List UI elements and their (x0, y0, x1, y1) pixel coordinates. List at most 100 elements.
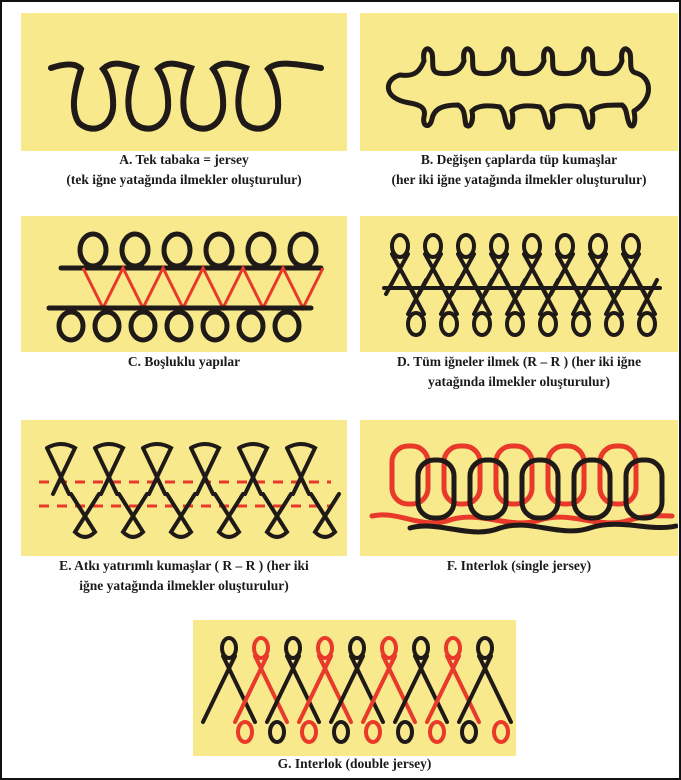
top-loop (380, 636, 398, 660)
interlock-double-diagram (201, 636, 513, 744)
caption-c: C. Boşluklu yapılar (21, 352, 347, 372)
loop-legs (457, 654, 513, 724)
black-loop (467, 457, 509, 521)
top-loop (119, 231, 151, 269)
back-loop (538, 311, 558, 337)
red-loop (545, 443, 587, 507)
black-loop (571, 457, 613, 521)
top-loop (348, 636, 366, 660)
back-loop (309, 492, 341, 539)
front-loop (285, 442, 318, 496)
bottom-loop (92, 309, 122, 343)
loop-legs (425, 654, 481, 724)
back-loop (261, 492, 293, 539)
caption-d-line-1: D. Tüm iğneler ilmek (R – R ) (her iki i… (396, 354, 642, 369)
loop-legs (329, 654, 385, 724)
back-loop (165, 492, 197, 539)
front-loop (555, 233, 575, 259)
caption-a: A. Tek tabaka = jersey (tek iğne yatağın… (21, 150, 347, 190)
caption-e-line-1: E. Atkı yatırımlı kumaşlar ( R – R ) (he… (59, 558, 309, 573)
bottom-loop (164, 309, 194, 343)
back-loop-legs (635, 278, 659, 316)
top-loop (444, 636, 462, 660)
caption-f: F. Interlok (single jersey) (360, 556, 678, 576)
rib-diagram (382, 233, 662, 337)
back-loop (406, 311, 426, 337)
top-loop (287, 231, 319, 269)
back-loop (117, 492, 149, 539)
bottom-loop (332, 720, 350, 744)
front-loop (456, 233, 476, 259)
bottom-loop (236, 309, 266, 343)
panel-b-tubular (360, 13, 678, 151)
bottom-loop (364, 720, 382, 744)
black-loop-row (407, 457, 678, 535)
back-loop (439, 311, 459, 337)
caption-g-line-1: G. Interlok (double jersey) (277, 756, 432, 771)
top-loop (203, 231, 235, 269)
panel-g-interlock-double (193, 620, 516, 756)
yarn-top-row (397, 46, 639, 78)
bottom-loop-row (46, 305, 314, 343)
yarn-tube-left (385, 72, 411, 106)
loop-legs (297, 654, 353, 724)
black-loop (415, 457, 457, 521)
bottom-loop (236, 720, 254, 744)
black-loop (623, 457, 665, 521)
panel-d-rib (360, 216, 678, 352)
bottom-loop (200, 309, 230, 343)
top-loop-row (58, 231, 324, 271)
bottom-loop (460, 720, 478, 744)
spacer-fabric-diagram (46, 231, 325, 343)
bottom-loop (128, 309, 158, 343)
front-loop (390, 233, 410, 259)
panel-f-interlock-single (360, 420, 678, 556)
loop-legs (233, 654, 289, 724)
caption-e: E. Atkı yatırımlı kumaşlar ( R – R ) (he… (21, 556, 347, 596)
yarn-loop-row (48, 60, 324, 132)
red-loop (493, 443, 535, 507)
red-base-yarn (369, 512, 675, 526)
caption-a-line-1: A. Tek tabaka = jersey (119, 152, 249, 167)
bottom-loop (428, 720, 446, 744)
back-loop (472, 311, 492, 337)
caption-g: G. Interlok (double jersey) (193, 754, 516, 774)
back-loop (69, 492, 101, 539)
front-loop (489, 233, 509, 259)
caption-b-line-2: (her iki iğne yatağında ilmekler oluştur… (391, 172, 647, 187)
caption-b: B. Değişen çaplarda tüp kumaşlar (her ik… (360, 150, 678, 190)
top-loop (284, 636, 302, 660)
loop-legs (361, 654, 417, 724)
panel-c-spacer (21, 216, 347, 352)
caption-a-line-2: (tek iğne yatağında ilmekler oluşturulur… (66, 172, 302, 187)
caption-d-line-2: yatağında ilmekler oluşturulur) (427, 374, 610, 389)
yarn-bottom-row (407, 100, 638, 130)
top-loop (220, 636, 238, 660)
top-loop (161, 231, 193, 269)
caption-f-line-1: F. Interlok (single jersey) (446, 558, 592, 573)
bottom-loop (492, 720, 510, 744)
loop-legs (265, 654, 321, 724)
tubular-diagram (385, 46, 651, 130)
weft-loops (45, 442, 341, 539)
front-loop (522, 233, 542, 259)
caption-b-line-1: B. Değişen çaplarda tüp kumaşlar (420, 152, 618, 167)
front-loop (93, 442, 126, 496)
panel-e-weft-insertion (21, 420, 347, 556)
loop-legs (201, 654, 257, 724)
front-loop (423, 233, 443, 259)
top-loop (316, 636, 334, 660)
panel-a-single-jersey (21, 13, 347, 151)
back-loop (637, 311, 657, 337)
weft-insertion-diagram (39, 442, 341, 539)
single-jersey-diagram (48, 60, 324, 132)
back-loop (213, 492, 245, 539)
black-base-yarn (407, 521, 678, 535)
top-loop (77, 231, 109, 269)
interlock-single-diagram (369, 443, 678, 535)
interlock-loops (201, 636, 513, 744)
front-loop (588, 233, 608, 259)
top-loop (412, 636, 430, 660)
top-loop (252, 636, 270, 660)
caption-e-line-2: iğne yatağında ilmekler oluşturulur) (79, 578, 289, 593)
